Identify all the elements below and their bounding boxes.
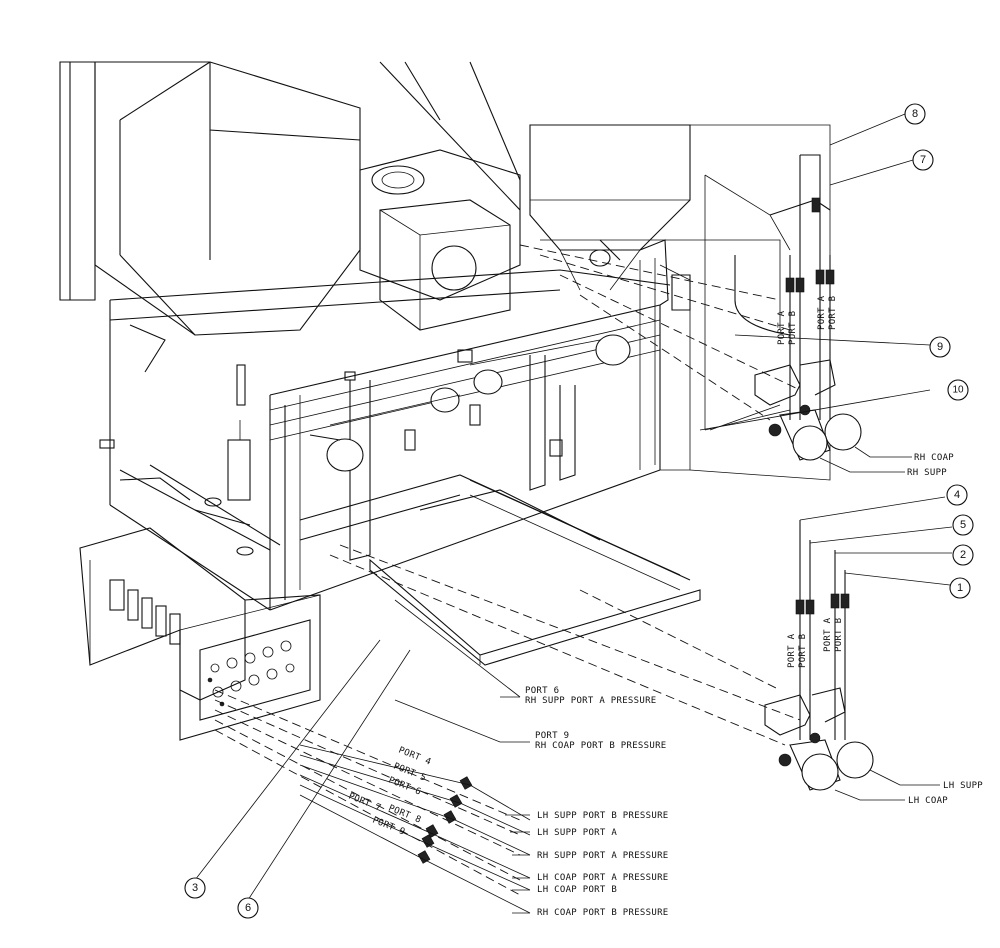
callout-4: 4 bbox=[946, 484, 968, 506]
port-pressure-list: LH SUPP PORT B PRESSURE LH SUPP PORT A R… bbox=[537, 811, 669, 918]
rh-port-a-label: PORT A bbox=[817, 295, 827, 330]
callout-number: 5 bbox=[960, 519, 966, 531]
rh-port-b-label: PORT B bbox=[788, 311, 798, 345]
callout-3: 3 bbox=[184, 877, 206, 899]
hydraulic-routing-lines bbox=[214, 244, 801, 896]
list-lh-coap-port-a: LH COAP PORT A PRESSURE bbox=[537, 873, 669, 883]
port9-description: RH COAP PORT B PRESSURE bbox=[535, 741, 667, 751]
rh-hose-assembly bbox=[734, 154, 862, 461]
lh-port-a-label: PORT A bbox=[823, 617, 833, 652]
lh-coap-label: LH COAP bbox=[908, 796, 948, 806]
callout-8: 8 bbox=[904, 103, 926, 125]
rh-port-b-label: PORT B bbox=[828, 296, 838, 330]
port-7-label: PORT 7 bbox=[347, 792, 383, 814]
callout-2: 2 bbox=[952, 544, 974, 566]
callout-9: 9 bbox=[929, 336, 951, 358]
callout-number: 1 bbox=[957, 582, 963, 594]
rh-port-a-label: PORT A bbox=[777, 310, 787, 345]
callout-number: 7 bbox=[920, 154, 926, 166]
rh-port-labels: PORT A PORT B PORT A PORT B bbox=[777, 295, 838, 345]
callout-5: 5 bbox=[952, 514, 974, 536]
callout-number: 9 bbox=[937, 341, 943, 353]
rh-coap-label: RH COAP bbox=[914, 453, 954, 463]
list-rh-supp-port-a: RH SUPP PORT A PRESSURE bbox=[537, 851, 669, 861]
lh-port-labels: PORT A PORT B PORT A PORT B bbox=[787, 617, 844, 668]
leader-lines bbox=[194, 113, 953, 914]
list-lh-supp-port-b: LH SUPP PORT B PRESSURE bbox=[537, 811, 669, 821]
port6-description: RH SUPP PORT A PRESSURE bbox=[525, 696, 657, 706]
lh-hose-assembly bbox=[764, 520, 874, 791]
machine-frame bbox=[59, 61, 701, 666]
list-rh-coap-port-b: RH COAP PORT B PRESSURE bbox=[537, 908, 669, 918]
list-lh-coap-port-b: LH COAP PORT B bbox=[537, 885, 617, 895]
callout-number: 10 bbox=[952, 385, 964, 396]
lh-port-a-label: PORT A bbox=[787, 633, 797, 668]
callout-number: 6 bbox=[245, 902, 251, 914]
callout-6: 6 bbox=[237, 897, 259, 919]
lh-port-b-label: PORT B bbox=[834, 618, 844, 652]
callout-1: 1 bbox=[949, 577, 971, 599]
port6-title: PORT 6 bbox=[525, 686, 559, 696]
lh-supp-label: LH SUPP bbox=[943, 781, 983, 791]
port9-title: PORT 9 bbox=[535, 731, 569, 741]
callout-number: 4 bbox=[954, 489, 960, 501]
callout-number: 3 bbox=[192, 882, 198, 894]
callout-10: 10 bbox=[947, 379, 969, 401]
callout-number: 8 bbox=[912, 108, 918, 120]
lh-port-b-label: PORT B bbox=[798, 634, 808, 668]
callout-number: 2 bbox=[960, 549, 966, 561]
rh-supp-label: RH SUPP bbox=[907, 468, 947, 478]
list-lh-supp-port-a: LH SUPP PORT A bbox=[537, 828, 617, 838]
port-fittings bbox=[299, 744, 531, 914]
control-panel-box bbox=[79, 527, 321, 741]
callout-7: 7 bbox=[912, 149, 934, 171]
